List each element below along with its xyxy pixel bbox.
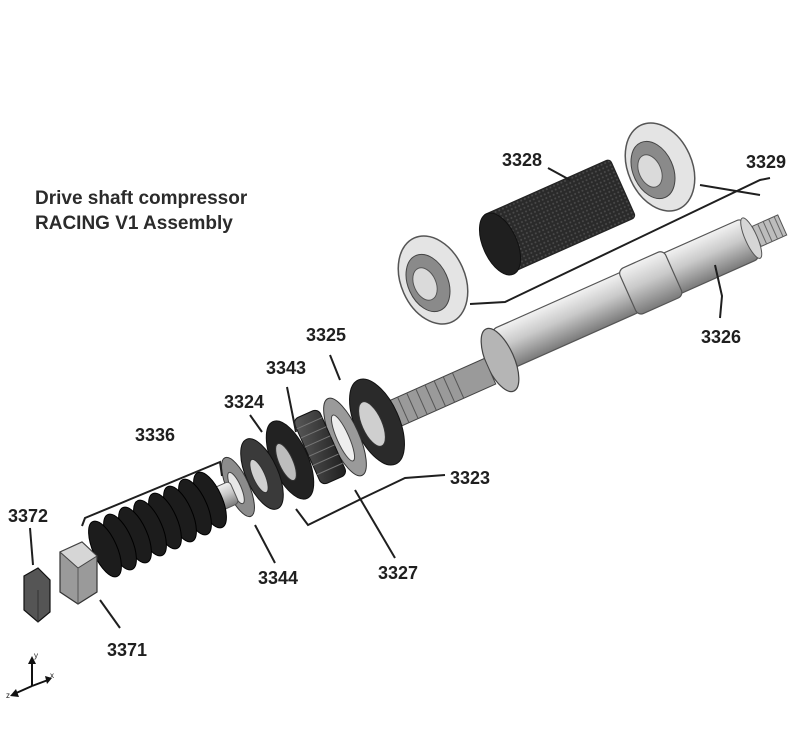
label-3328: 3328	[502, 150, 542, 170]
knurled-sleeve-3328	[478, 159, 636, 276]
leader-3372	[29, 527, 34, 566]
washer-3343	[265, 420, 315, 500]
nut-3372	[23, 567, 51, 623]
leader-3329-upper	[699, 184, 761, 196]
bearing-upper-3329	[624, 122, 696, 212]
bearing-lower-3329	[397, 235, 469, 325]
leader-3336	[81, 460, 223, 527]
gear-3327	[293, 409, 347, 485]
label-3343: 3343	[266, 358, 306, 378]
axis-y-label: y	[34, 651, 38, 660]
leader-3327	[354, 489, 396, 559]
leader-3325	[329, 354, 341, 381]
label-3325: 3325	[306, 325, 346, 345]
label-3326: 3326	[701, 327, 741, 347]
label-3327: 3327	[378, 563, 418, 583]
leader-3328	[547, 167, 571, 181]
leader-3324	[249, 414, 263, 433]
label-3336: 3336	[135, 425, 175, 445]
leader-3371	[99, 599, 121, 629]
nut-3371	[59, 541, 98, 605]
label-3323: 3323	[450, 468, 490, 488]
drive-shaft-3326	[378, 214, 788, 432]
leader-3344	[254, 524, 276, 564]
assembly-title-line2: RACING V1 Assembly	[35, 213, 233, 234]
label-3344: 3344	[258, 568, 298, 588]
label-3324: 3324	[224, 392, 264, 412]
axis-x-label: x	[50, 671, 54, 680]
spring-3336	[88, 471, 227, 578]
leader-3343	[286, 386, 297, 433]
assembly-title: Drive shaft compressor RACING V1 Assembl…	[35, 186, 247, 236]
axes-triad-icon	[10, 656, 52, 697]
label-3371: 3371	[107, 640, 147, 660]
leader-3326	[714, 264, 724, 319]
leader-3323	[295, 474, 446, 527]
label-3372: 3372	[8, 506, 48, 526]
axis-z-label: z	[6, 691, 10, 700]
label-3329: 3329	[746, 152, 786, 172]
assembly-title-line1: Drive shaft compressor	[35, 188, 248, 209]
leader-3329-lower	[469, 177, 771, 305]
ring-3325	[323, 397, 367, 477]
leader-lines	[29, 167, 771, 629]
